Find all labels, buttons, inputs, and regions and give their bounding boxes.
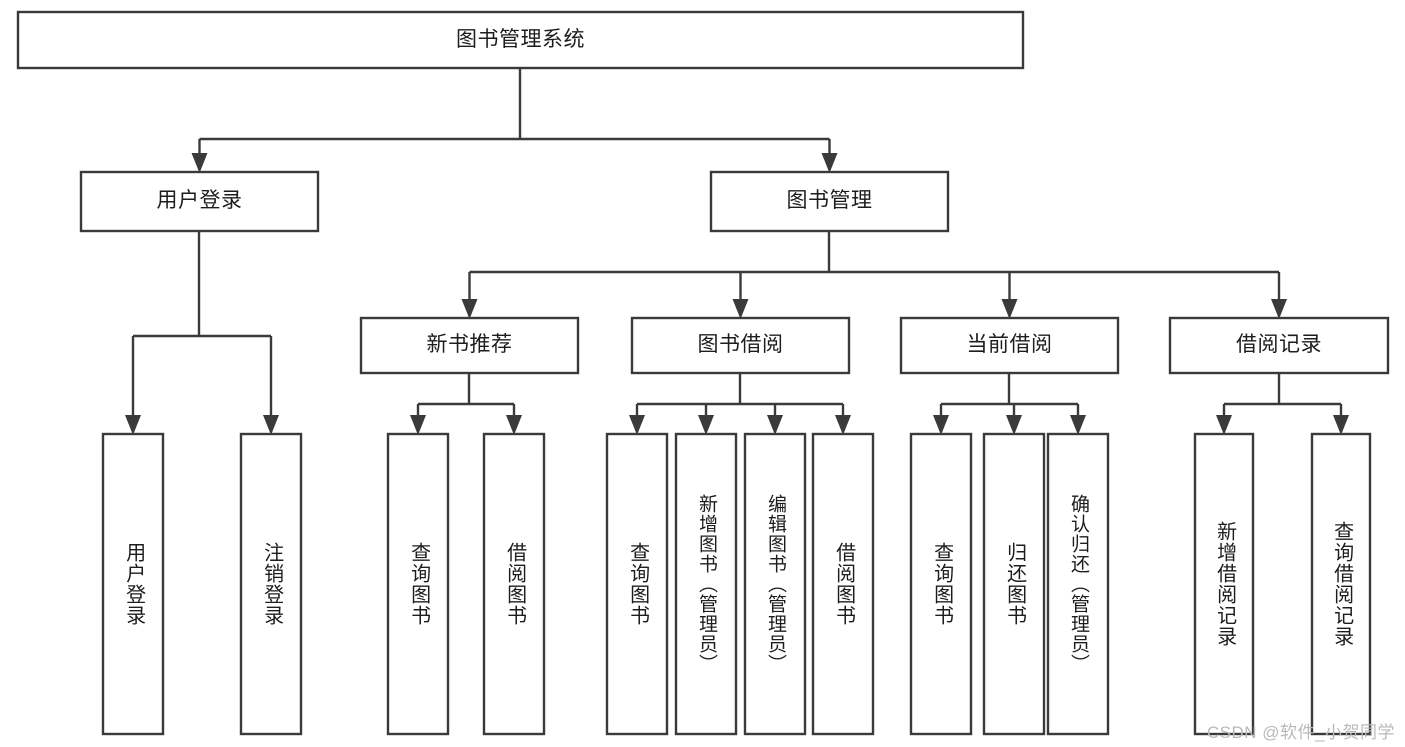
arrow-head-icon (767, 415, 783, 435)
node-box-leaf-add-record[interactable] (1193, 432, 1255, 736)
arrow-head-icon (1070, 415, 1086, 435)
arrow-head-icon (933, 415, 949, 435)
arrow-head-icon (263, 415, 279, 435)
node-box-leaf-add-book[interactable] (674, 432, 738, 736)
arrow-head-icon (191, 153, 208, 173)
node-box-user-login[interactable] (79, 170, 320, 233)
node-box-book-manage[interactable] (709, 170, 950, 233)
arrow-head-icon (1216, 415, 1232, 435)
arrow-head-icon (461, 299, 478, 319)
arrow-head-icon (835, 415, 851, 435)
node-box-borrow-record[interactable] (1168, 316, 1390, 375)
connectors-layer (125, 68, 1349, 435)
node-box-leaf-edit-book[interactable] (743, 432, 807, 736)
node-box-leaf-return-book[interactable] (982, 432, 1046, 736)
node-box-leaf-logout[interactable] (239, 432, 303, 736)
node-box-root[interactable] (16, 10, 1025, 70)
node-box-leaf-borrow-book-1[interactable] (482, 432, 546, 736)
arrow-head-icon (125, 415, 141, 435)
arrow-head-icon (732, 299, 749, 319)
node-box-leaf-query-book-2[interactable] (605, 432, 669, 736)
node-box-book-borrow[interactable] (630, 316, 851, 375)
arrow-head-icon (821, 153, 838, 173)
node-box-current-borrow[interactable] (899, 316, 1120, 375)
node-box-leaf-borrow-book-2[interactable] (811, 432, 875, 736)
arrow-head-icon (1333, 415, 1349, 435)
watermark: CSDN @软件_小贺同学 (1206, 723, 1395, 742)
boxes-layer (16, 10, 1390, 736)
node-box-leaf-query-record[interactable] (1310, 432, 1372, 736)
arrow-head-icon (1271, 299, 1287, 319)
arrow-head-icon (698, 415, 714, 435)
arrow-head-icon (629, 415, 645, 435)
node-box-leaf-query-book-1[interactable] (386, 432, 450, 736)
arrow-head-icon (1006, 415, 1022, 435)
node-box-new-book-rec[interactable] (359, 316, 580, 375)
arrow-head-icon (1001, 299, 1018, 319)
node-box-leaf-query-book-3[interactable] (909, 432, 973, 736)
arrow-head-icon (506, 415, 522, 435)
node-box-leaf-confirm-return[interactable] (1046, 432, 1110, 736)
arrow-head-icon (410, 415, 426, 435)
node-box-leaf-user-login[interactable] (101, 432, 165, 736)
